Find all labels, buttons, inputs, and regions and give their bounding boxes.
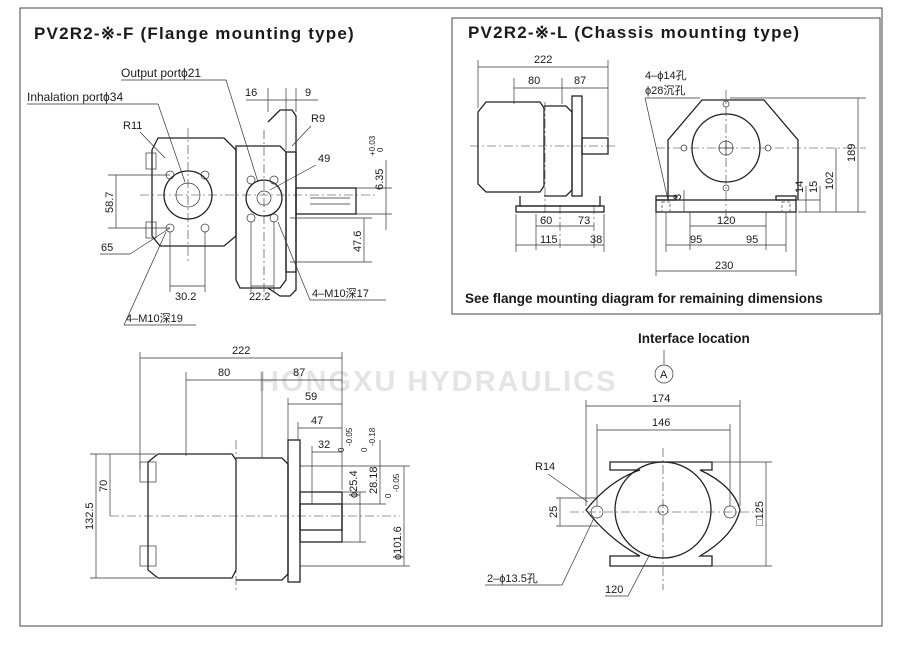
chassis-counterbore-label: ϕ28沉孔 <box>645 84 685 97</box>
chassis-hole-label: 4–ϕ14孔 <box>645 69 687 82</box>
side-dim-47: 47 <box>311 415 323 427</box>
flange-type-title: PV2R2-※-F (Flange mounting type) <box>34 24 355 43</box>
side-dim-shaft: ϕ25.4 <box>348 470 360 498</box>
tol-upper: +0.03 <box>368 135 377 156</box>
chassis-dim-87: 87 <box>574 75 586 87</box>
side-pilot-tol: -0.05 <box>392 473 401 492</box>
side-dim-132-5: 132.5 <box>84 502 96 530</box>
side-dim-70: 70 <box>98 480 110 492</box>
interface-location-label: Interface location <box>638 331 750 346</box>
side-dim-key: 28.18 <box>368 466 380 494</box>
flange-mounting-view: Output portϕ21 Inhalation portϕ34 R11 R9… <box>27 66 392 326</box>
m10-depth-17-label: 4–M10深17 <box>312 287 369 300</box>
front-dim-125: □125 <box>754 501 766 526</box>
side-dim-222: 222 <box>232 345 250 357</box>
chassis-panel-frame <box>451 17 881 315</box>
dim-30-2: 30.2 <box>175 291 196 303</box>
side-key-tol-zero: 0 <box>360 447 369 452</box>
chassis-dim-102: 102 <box>824 172 836 190</box>
r11-label: R11 <box>123 120 142 132</box>
dim-16: 16 <box>245 87 257 99</box>
interface-marker-circle <box>654 364 674 384</box>
side-dim-pilot: ϕ101.6 <box>392 526 404 560</box>
dim-47-6: 47.6 <box>352 231 364 252</box>
chassis-mounting-view: 222 80 87 60 73 115 38 <box>465 54 866 306</box>
chassis-note: See flange mounting diagram for remainin… <box>465 291 823 306</box>
chassis-dim-95-left: 95 <box>690 234 702 246</box>
r9-label: R9 <box>311 113 325 125</box>
side-dim-32: 32 <box>318 439 330 451</box>
dim-65: 65 <box>101 242 113 254</box>
output-port-label: Output portϕ21 <box>121 66 201 80</box>
chassis-dim-14: 14 <box>794 181 806 193</box>
side-dim-59: 59 <box>305 391 317 403</box>
chassis-dim-189: 189 <box>846 144 858 162</box>
chassis-dim-38: 38 <box>590 234 602 246</box>
front-dim-120: 120 <box>605 584 623 596</box>
chassis-type-title: PV2R2-※-L (Chassis mounting type) <box>468 23 800 42</box>
dim-22-2: 22.2 <box>249 291 270 303</box>
inhalation-port-label: Inhalation portϕ34 <box>27 90 123 104</box>
side-view: 222 80 87 59 47 32 ϕ25.4 0 -0.05 28.18 0… <box>84 345 410 590</box>
chassis-dim-80: 80 <box>528 75 540 87</box>
front-dim-25: 25 <box>548 506 560 518</box>
front-holes-label: 2–ϕ13.5孔 <box>487 572 538 585</box>
dim-6-35: 6.35 <box>374 169 386 190</box>
chassis-dim-60: 60 <box>540 215 552 227</box>
interface-marker-letter: A <box>660 369 668 381</box>
dim-58-7: 58.7 <box>104 192 116 213</box>
side-dim-87: 87 <box>293 367 305 379</box>
front-dim-146: 146 <box>652 417 670 429</box>
chassis-dim-73: 73 <box>578 215 590 227</box>
m10-depth-19-label: 4–M10深19 <box>126 312 183 325</box>
front-r14-label: R14 <box>535 461 555 473</box>
chassis-dim-222: 222 <box>534 54 552 66</box>
watermark: HONGXU HYDRAULICS <box>258 366 617 398</box>
front-view: Interface location A 174 146 R14 25 <box>485 331 772 597</box>
chassis-dim-115: 115 <box>540 234 558 246</box>
chassis-dim-3: 3 <box>672 194 684 200</box>
dim-49: 49 <box>318 153 330 165</box>
side-pilot-tol-zero: 0 <box>384 493 393 498</box>
chassis-dim-95-right: 95 <box>746 234 758 246</box>
side-shaft-tol: -0.05 <box>345 427 354 446</box>
outer-frame <box>19 7 883 627</box>
chassis-dim-120: 120 <box>717 215 735 227</box>
chassis-dim-230: 230 <box>715 260 733 272</box>
dim-9: 9 <box>305 87 311 99</box>
side-shaft-tol-zero: 0 <box>337 447 346 452</box>
chassis-dim-15: 15 <box>808 181 820 193</box>
side-dim-80: 80 <box>218 367 230 379</box>
front-dim-174: 174 <box>652 393 670 405</box>
tol-lower: 0 <box>376 147 385 152</box>
side-key-tol: -0.18 <box>368 427 377 446</box>
